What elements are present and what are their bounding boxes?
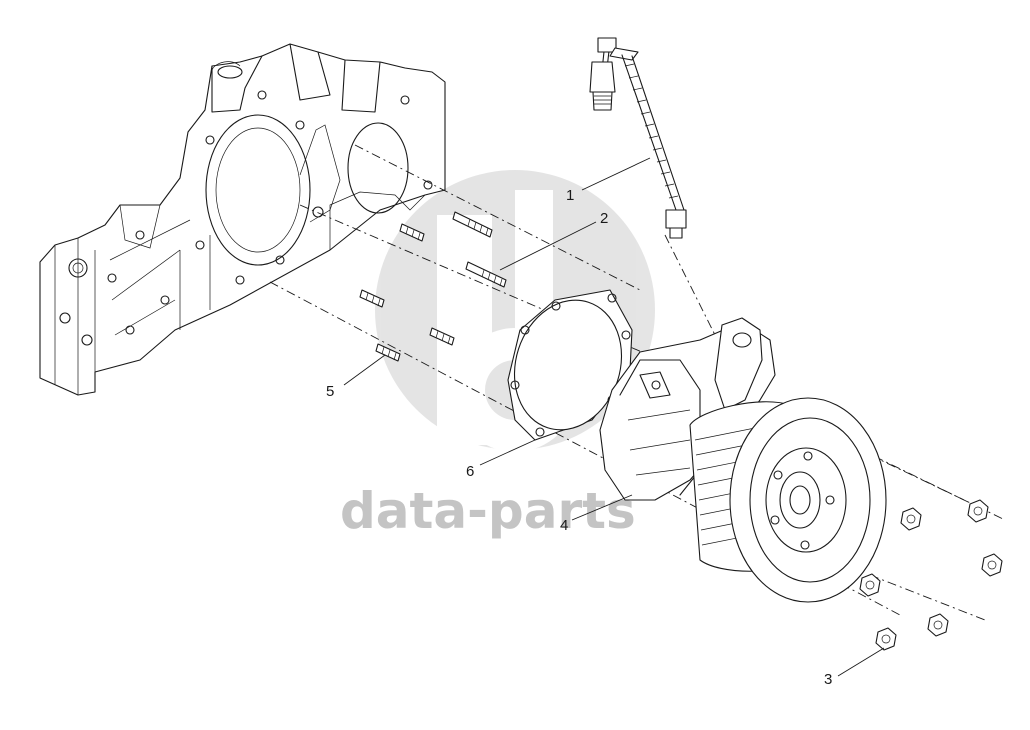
callout-3: 3 (824, 671, 832, 688)
leader-6 (479, 439, 536, 466)
leader-5 (343, 354, 386, 386)
part-4-water-pump (599, 317, 887, 603)
leader-lines (343, 157, 885, 677)
leader-4 (571, 494, 633, 521)
part-6-gasket (507, 289, 633, 441)
callout-labels: 1 2 3 4 5 6 (326, 187, 832, 688)
nut (981, 553, 1003, 577)
part-2-long-studs (452, 211, 507, 288)
nut (967, 499, 989, 523)
watermark: data-parts (340, 170, 655, 540)
engine-housing (39, 43, 446, 396)
callout-2: 2 (600, 210, 608, 227)
callout-6: 6 (466, 463, 474, 480)
part-1-sensor-cable (589, 37, 687, 239)
watermark-text: data-parts (340, 482, 636, 540)
leader-2 (499, 221, 597, 271)
callout-4: 4 (560, 517, 568, 534)
leader-3 (837, 647, 885, 677)
part-3-nuts (859, 499, 1003, 651)
nut (875, 627, 897, 651)
leader-1 (581, 157, 651, 191)
callout-1: 1 (566, 187, 574, 204)
callout-5: 5 (326, 383, 334, 400)
nut (927, 613, 949, 637)
nut (859, 573, 881, 597)
nut (900, 507, 922, 531)
part-5-short-studs (359, 223, 455, 362)
